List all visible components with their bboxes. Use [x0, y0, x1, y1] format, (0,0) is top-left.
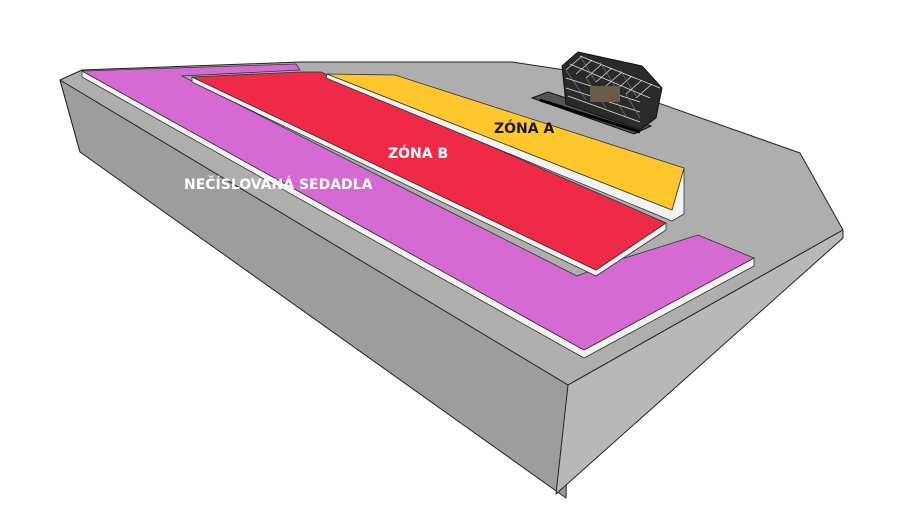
stage-truss-icon — [530, 51, 663, 135]
zone-a-label: ZÓNA A — [494, 119, 554, 137]
zone-a[interactable] — [325, 73, 685, 222]
zone-a-platform[interactable] — [326, 73, 685, 211]
stage-inner — [590, 86, 620, 102]
ground-left-face — [59, 79, 569, 499]
zone-b-label: ZÓNA B — [388, 144, 448, 162]
unnumbered-seats-label: NEČÍSLOVANÁ SEDADLA — [184, 175, 373, 193]
ground-front-face — [555, 229, 844, 495]
